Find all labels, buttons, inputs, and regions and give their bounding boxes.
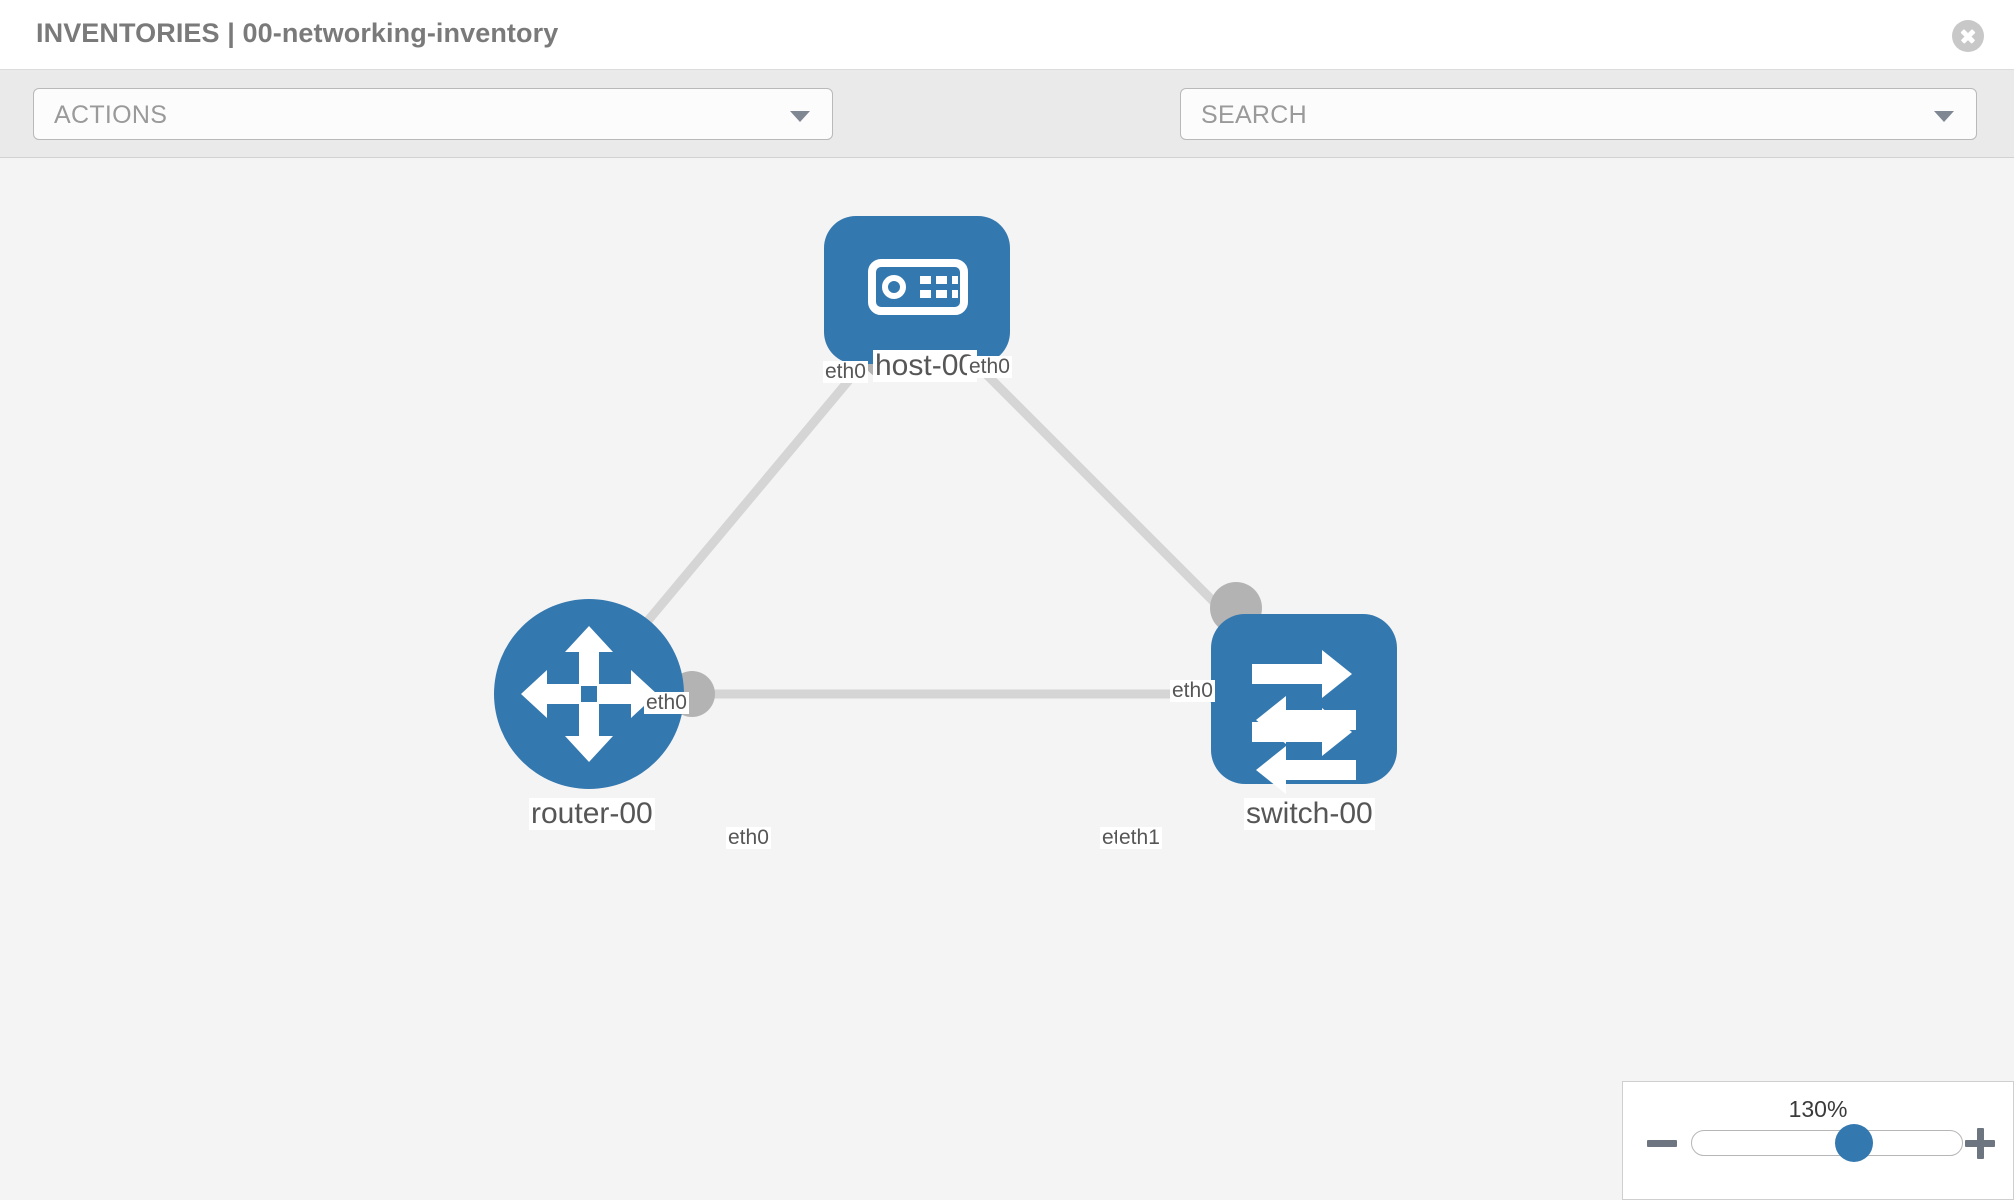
topology-links (596, 339, 1294, 699)
plus-icon[interactable] (1963, 1126, 1997, 1160)
edge-label-host-eth0-right: eth0 (967, 355, 1012, 379)
actions-dropdown[interactable]: ACTIONS (33, 88, 833, 140)
zoom-slider[interactable] (1691, 1124, 1963, 1162)
edge-label-switch-eth0-uplink: eth0 (1170, 679, 1215, 703)
edge-label-router-eth0-uplink: eth0 (644, 691, 689, 715)
zoom-control-panel: 130% (1622, 1081, 2014, 1200)
edge-label-router-eth0: eth0 (726, 826, 771, 850)
switch-arrows-icon (1252, 650, 1356, 794)
minus-icon[interactable] (1645, 1126, 1679, 1160)
search-placeholder: SEARCH (1201, 101, 1307, 129)
search-input[interactable]: SEARCH (1180, 88, 1977, 140)
close-icon[interactable] (1952, 20, 1984, 52)
server-icon (868, 259, 968, 315)
node-label-host-00: host-00 (873, 349, 978, 382)
node-label-router-00: router-00 (529, 797, 655, 830)
topology-graph (494, 216, 1397, 794)
node-switch-00[interactable] (1211, 614, 1397, 794)
page-header: INVENTORIES | 00-networking-inventory (0, 0, 2014, 70)
node-host-00[interactable] (824, 216, 1010, 364)
actions-dropdown-label: ACTIONS (54, 101, 168, 129)
zoom-level-label: 130% (1788, 1096, 1848, 1122)
node-router-00[interactable] (494, 599, 684, 789)
topology-connectors (669, 328, 1262, 717)
edge-label-switch-eth1: eth1 (1117, 826, 1162, 850)
toolbar: ACTIONS SEARCH (0, 70, 2014, 202)
topology-canvas[interactable]: host-00 router-00 switch-00 eth0 eth0 et… (0, 158, 2014, 1200)
zoom-slider-thumb[interactable] (1835, 1124, 1873, 1162)
page-title: INVENTORIES | 00-networking-inventory (36, 18, 559, 48)
router-arrows-icon (521, 626, 657, 762)
edge-label-host-eth0-left: eth0 (823, 360, 868, 384)
node-label-switch-00: switch-00 (1244, 797, 1375, 830)
chevron-down-icon (1934, 111, 1954, 122)
chevron-down-icon (790, 111, 810, 122)
